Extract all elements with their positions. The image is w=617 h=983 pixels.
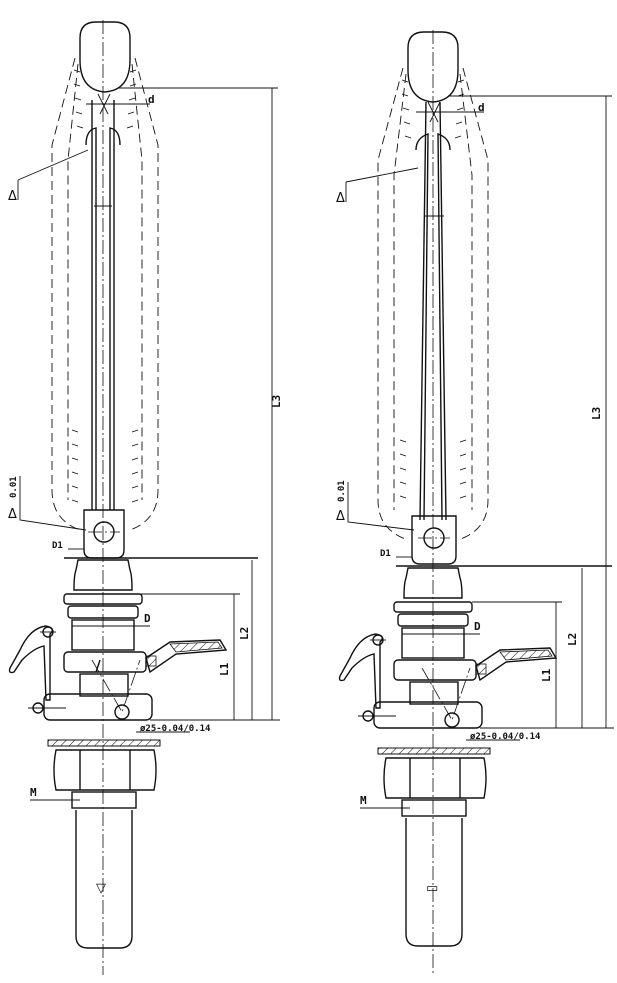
bottom-tube xyxy=(75,810,133,949)
handle-grip xyxy=(169,641,223,653)
flat-symbol: Δ xyxy=(336,191,345,206)
m-label: M xyxy=(360,794,367,807)
hex-nut xyxy=(383,757,487,799)
handle-joint xyxy=(475,663,487,675)
ball-bearing xyxy=(114,704,130,720)
collar-2 xyxy=(397,613,469,627)
flat-leader xyxy=(17,149,89,181)
l1-label: L1 xyxy=(540,668,553,682)
hex-nut xyxy=(53,749,157,791)
d-cross xyxy=(97,93,111,115)
outer-sleeve-left xyxy=(51,57,81,531)
inner-sleeve-right xyxy=(131,63,143,500)
right-view: d Δ Δ 0.01 D1 D ø25-0.04/0.14 xyxy=(336,30,614,975)
dia-label: ø25-0.04/0.14 xyxy=(470,732,541,742)
rod-guide xyxy=(415,133,451,521)
tol-label: 0.01 xyxy=(9,476,19,498)
l2-label: L2 xyxy=(238,627,251,640)
l1-label: L1 xyxy=(218,662,231,676)
flat-leader xyxy=(345,167,419,183)
inner-sleeve-left xyxy=(393,73,407,510)
clevis xyxy=(83,509,125,559)
d1-label: D1 xyxy=(380,549,391,559)
bottom-tube xyxy=(405,818,463,947)
body-mid xyxy=(71,619,135,651)
handle-lever xyxy=(145,639,228,674)
inner-sleeve-left xyxy=(67,63,79,500)
flat-symbol: Δ xyxy=(8,189,17,204)
inner-sleeve-right xyxy=(459,73,473,510)
outer-sleeve-right xyxy=(457,67,489,541)
ball-bearing xyxy=(444,712,460,728)
tol-leader xyxy=(347,482,415,531)
tol-flat-symbol: Δ xyxy=(336,509,345,524)
thread-section xyxy=(401,799,467,817)
lower-neck xyxy=(409,681,459,705)
d-label: d xyxy=(478,101,485,114)
d-label: d xyxy=(148,93,155,106)
l3-label: L3 xyxy=(590,407,603,420)
lower-neck xyxy=(79,673,129,697)
handle-grip xyxy=(499,649,553,661)
d-main-label: D xyxy=(474,620,481,633)
bottom-marker: ▭ xyxy=(426,881,438,896)
d-cross xyxy=(427,101,441,123)
tol-label: 0.01 xyxy=(337,480,347,502)
collar-2 xyxy=(67,605,139,619)
outer-sleeve-right xyxy=(129,57,159,531)
dia-label: ø25-0.04/0.14 xyxy=(140,724,211,734)
rod-guide xyxy=(85,127,121,510)
left-view: d Δ Δ 0.01 D1 D xyxy=(8,20,283,975)
bearing-lines xyxy=(91,659,141,713)
d1-label: D1 xyxy=(52,541,63,551)
m-label: M xyxy=(30,786,37,799)
outer-sleeve-left xyxy=(377,67,409,541)
handle-hub xyxy=(393,659,477,681)
washer xyxy=(47,739,161,747)
washer xyxy=(377,747,491,755)
top-loop xyxy=(407,31,459,103)
clevis xyxy=(411,515,457,565)
lower-flange xyxy=(43,693,153,721)
top-loop xyxy=(79,21,131,93)
handle-hub xyxy=(63,651,147,673)
cone-nut xyxy=(403,567,463,599)
d-main-label: D xyxy=(144,612,151,625)
tol-leader xyxy=(19,476,87,531)
collar-1 xyxy=(63,593,143,605)
handle-joint xyxy=(145,655,157,667)
bottom-marker: ▽ xyxy=(96,881,106,896)
spiral-marks xyxy=(71,69,139,503)
rod xyxy=(419,101,447,521)
rod xyxy=(91,100,115,510)
hub-mark xyxy=(95,659,101,673)
lower-flange xyxy=(373,701,483,729)
tol-flat-symbol: Δ xyxy=(8,507,17,522)
spiral-marks xyxy=(399,79,467,499)
thread-section xyxy=(71,791,137,809)
l2-label: L2 xyxy=(566,633,579,646)
bearing-lines xyxy=(421,667,471,721)
cone-nut xyxy=(73,559,133,591)
l3-label: L3 xyxy=(270,395,283,408)
collar-1 xyxy=(393,601,473,613)
body-mid xyxy=(401,627,465,659)
